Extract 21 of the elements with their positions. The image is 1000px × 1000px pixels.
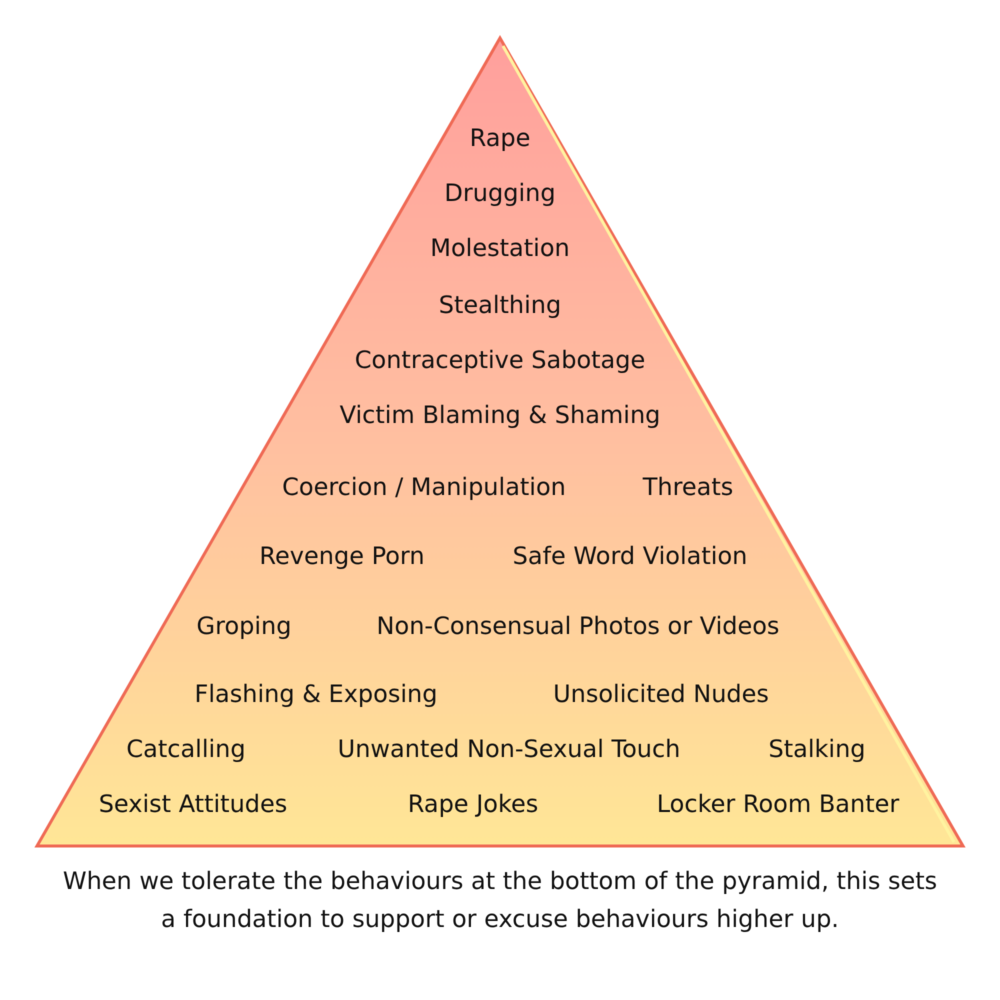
- behaviour-label: Molestation: [430, 234, 570, 262]
- caption: When we tolerate the behaviours at the bottom of the pyramid, this sets a foundation to support or excuse behaviours higher up.: [62, 866, 938, 935]
- behaviour-label: Unsolicited Nudes: [553, 680, 769, 708]
- behaviour-label: Stealthing: [438, 291, 562, 319]
- behaviour-label: Flashing & Exposing: [194, 680, 438, 708]
- behaviour-label: Rape: [470, 124, 530, 152]
- behaviour-label: Drugging: [444, 179, 556, 207]
- behaviour-label: Catcalling: [126, 735, 246, 763]
- behaviour-label: Safe Word Violation: [512, 542, 748, 570]
- behaviour-label: Groping: [196, 612, 292, 640]
- behaviour-label: Stalking: [768, 735, 866, 763]
- behaviour-label: Unwanted Non-Sexual Touch: [338, 735, 680, 763]
- behaviour-label: Non-Consensual Photos or Videos: [376, 612, 780, 640]
- behaviour-label: Locker Room Banter: [656, 790, 900, 818]
- behaviour-label: Contraceptive Sabotage: [354, 346, 646, 374]
- behaviour-label: Coercion / Manipulation: [282, 473, 566, 501]
- behaviour-label: Rape Jokes: [408, 790, 538, 818]
- behaviour-label: Victim Blaming & Shaming: [340, 401, 660, 429]
- behaviour-label: Sexist Attitudes: [98, 790, 288, 818]
- behaviour-label: Threats: [642, 473, 734, 501]
- behaviour-label: Revenge Porn: [259, 542, 425, 570]
